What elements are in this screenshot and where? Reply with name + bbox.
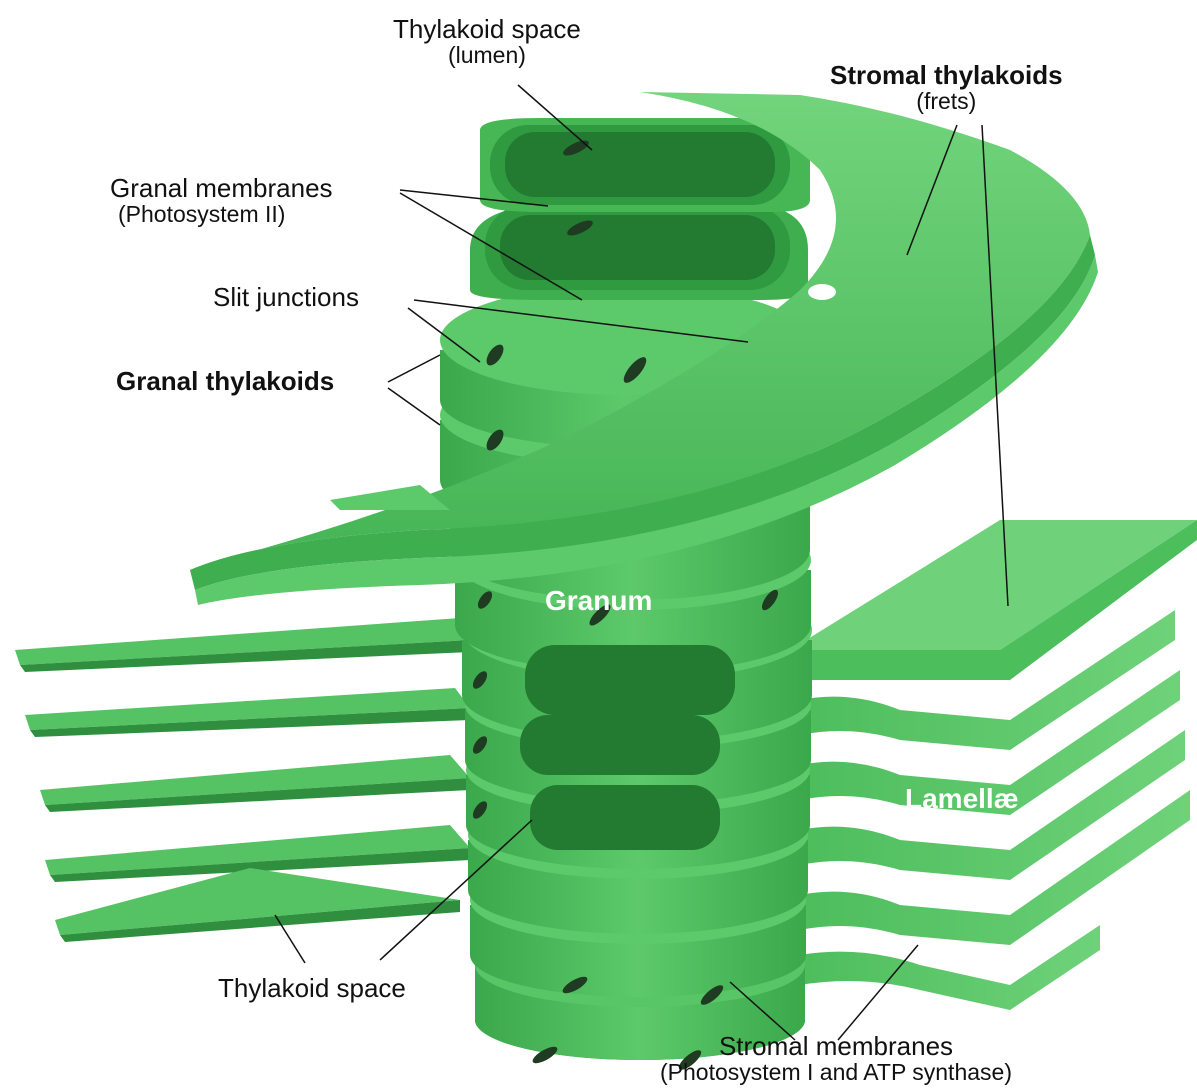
stromal-thylakoids-subtitle: (frets)	[830, 89, 1063, 113]
stromal-thylakoids-title: Stromal thylakoids	[830, 60, 1063, 90]
stromal-membranes-title: Stromal membranes	[719, 1031, 953, 1061]
thylakoid-space-subtitle: (lumen)	[393, 43, 581, 67]
thylakoid-space-title: Thylakoid space	[393, 14, 581, 44]
label-granal-membranes: Granal membranes (Photosystem II)	[110, 175, 333, 226]
label-thylakoid-space-bottom: Thylakoid space	[218, 975, 406, 1002]
slit-junctions-title: Slit junctions	[213, 282, 359, 312]
label-granum: Granum	[545, 585, 652, 617]
left-lamellae-fins	[15, 618, 470, 942]
granal-membranes-title: Granal membranes	[110, 173, 333, 203]
label-lamellae: Lamellæ	[905, 783, 1019, 815]
label-slit-junctions: Slit junctions	[213, 284, 359, 311]
label-stromal-membranes: Stromal membranes (Photosystem I and ATP…	[660, 1033, 1012, 1084]
label-stromal-thylakoids: Stromal thylakoids (frets)	[830, 62, 1063, 113]
stromal-membranes-subtitle: (Photosystem I and ATP synthase)	[660, 1060, 1012, 1084]
label-thylakoid-space-lumen: Thylakoid space (lumen)	[393, 16, 581, 67]
granal-membranes-subtitle: (Photosystem II)	[110, 202, 333, 226]
right-lamellae-stack	[790, 520, 1197, 1010]
thylakoid-space-bottom-title: Thylakoid space	[218, 973, 406, 1003]
label-granal-thylakoids: Granal thylakoids	[116, 368, 334, 395]
granal-thylakoids-title: Granal thylakoids	[116, 366, 334, 396]
